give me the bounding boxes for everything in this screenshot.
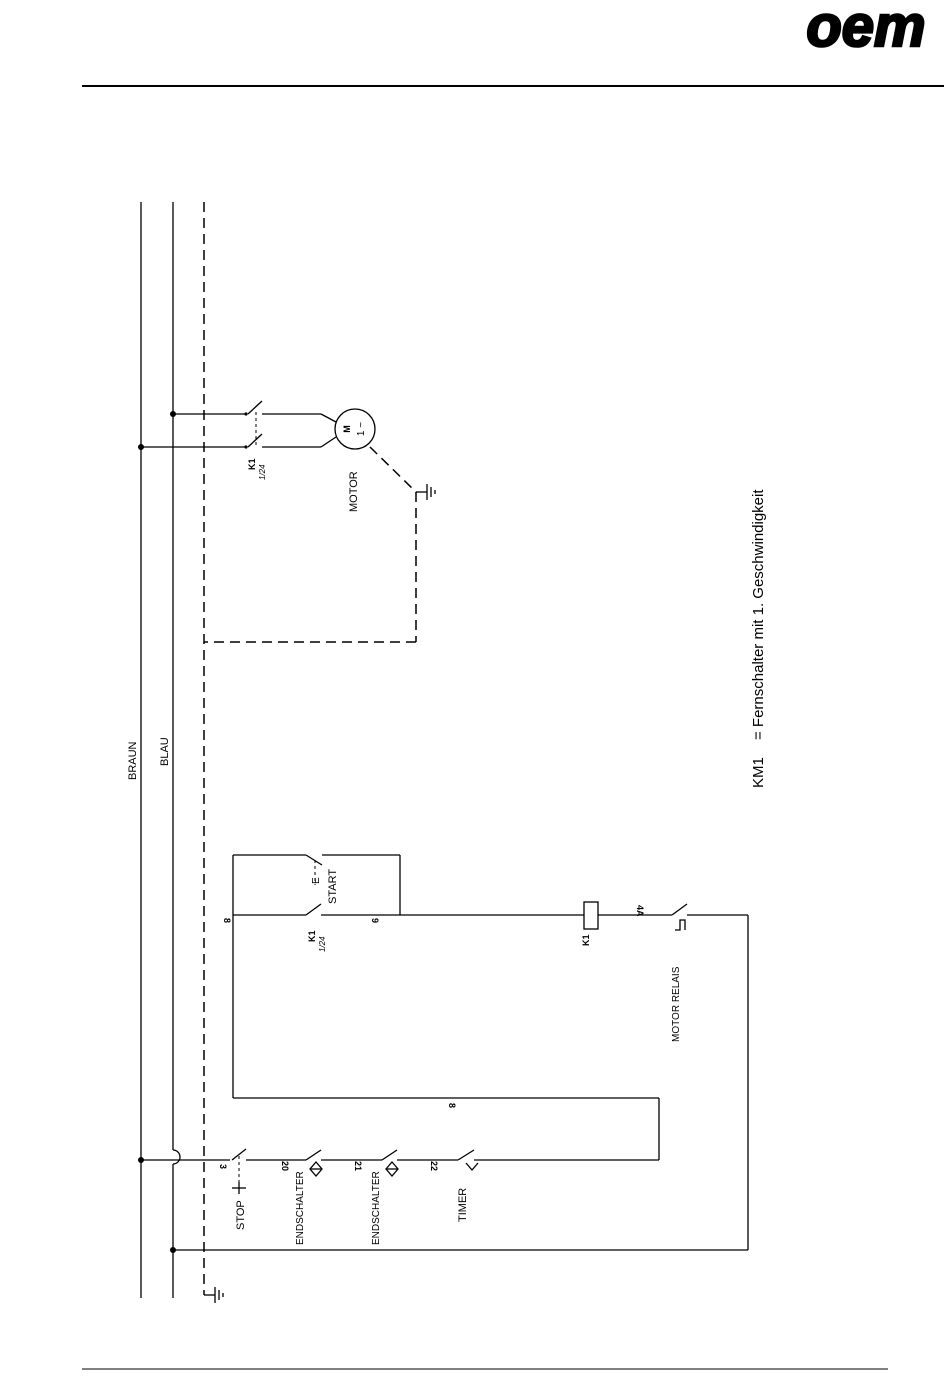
start-label: START <box>327 869 339 904</box>
rail-label-blue: BLAU <box>159 737 171 766</box>
stop-label: STOP <box>235 1200 247 1230</box>
motor-symbol-m: M <box>342 425 352 433</box>
motor-label: MOTOR <box>348 471 360 512</box>
motor-relay-label: MOTOR RELAIS <box>671 966 682 1042</box>
k1-coil-label: K1 <box>581 934 591 946</box>
motor-circuit: M 1 ~ MOTOR K1 1/24 <box>138 401 435 642</box>
legend-text: = Fernschalter mit 1. Geschwindigkeit <box>750 489 767 740</box>
timer-label: TIMER <box>457 1188 469 1222</box>
k1-power-contact-2 <box>248 401 262 414</box>
motor-symbol-ac: 1 ~ <box>356 422 367 436</box>
rail-label-brown: BRAUN <box>127 741 139 780</box>
k1-hold-label: K1 <box>307 930 317 942</box>
oem-logo: oem <box>806 0 925 59</box>
logo-text: oem <box>806 0 925 59</box>
timer-contact <box>458 1150 474 1160</box>
control-circuit: STOP 3 ENDSCHALTER 20 ENDSCHALTER 21 TIM… <box>138 855 748 1253</box>
limit-switch-2-label: ENDSCHALTER <box>371 1171 382 1245</box>
k1-hold-contact <box>306 904 321 915</box>
wire-number-21: 21 <box>353 1161 363 1171</box>
motor-relay-contact <box>672 904 687 915</box>
limit-switch-1-contact <box>306 1150 321 1160</box>
wire-number-20: 20 <box>280 1161 290 1171</box>
legend-key: KM1 <box>750 757 767 788</box>
wire-number-4a: 4A <box>635 905 645 917</box>
wire-number-8-bottom: 8 <box>447 1103 457 1108</box>
wire-number-3: 3 <box>218 1164 228 1169</box>
rail-blue-crossover <box>173 1150 180 1164</box>
earth-symbol-bottom <box>204 1287 223 1303</box>
k1-hold-ref: 1/24 <box>318 936 327 952</box>
wire-number-9: 9 <box>370 918 380 923</box>
wire-number-22: 22 <box>429 1161 439 1171</box>
limit-switch-1-label: ENDSCHALTER <box>295 1171 306 1245</box>
k1-power-label: K1 <box>247 458 257 470</box>
start-contact <box>306 855 322 865</box>
start-mark: E <box>311 877 322 884</box>
motor-symbol <box>335 409 375 449</box>
k1-power-contact-1 <box>248 434 262 447</box>
k1-power-ref: 1/24 <box>258 464 267 480</box>
wire-number-8-top: 8 <box>222 918 232 923</box>
k1-coil <box>584 902 598 929</box>
limit-switch-2-contact <box>382 1150 397 1160</box>
